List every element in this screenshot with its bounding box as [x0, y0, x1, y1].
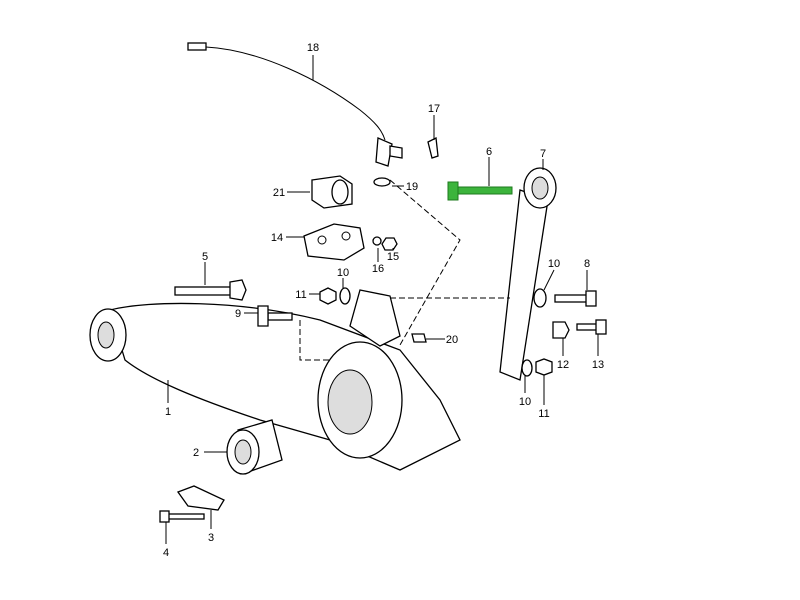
part-13-bolt[interactable]: [576, 319, 607, 335]
callout-18[interactable]: 18: [307, 42, 319, 54]
callout-1[interactable]: 1: [165, 406, 171, 418]
callout-10-lower[interactable]: 10: [519, 396, 531, 408]
part-4-bolt[interactable]: [159, 510, 205, 523]
part-10-washer-link[interactable]: [533, 288, 547, 308]
callout-7[interactable]: 7: [540, 148, 546, 160]
part-3-retainer[interactable]: [176, 485, 225, 511]
leader-lines: [165, 55, 599, 544]
part-6-bolt-highlighted[interactable]: [447, 181, 513, 201]
callout-19[interactable]: 19: [406, 181, 418, 193]
callout-11-lower[interactable]: 11: [538, 408, 549, 420]
callout-5[interactable]: 5: [202, 251, 208, 263]
callout-20[interactable]: 20: [446, 334, 458, 346]
callout-16[interactable]: 16: [372, 263, 384, 275]
callout-3[interactable]: 3: [208, 532, 214, 544]
part-12-bushing[interactable]: [552, 321, 570, 339]
part-10-washer[interactable]: [339, 287, 351, 305]
part-16-washer[interactable]: [372, 236, 382, 246]
part-11-nut[interactable]: [319, 287, 337, 305]
part-18-sensor-cable[interactable]: [187, 42, 403, 167]
callout-6[interactable]: 6: [486, 146, 492, 158]
part-10-washer-lower[interactable]: [521, 359, 533, 377]
callout-10-link[interactable]: 10: [548, 258, 560, 270]
part-21-bushing[interactable]: [311, 175, 353, 209]
part-19-o-ring[interactable]: [373, 177, 391, 187]
callout-21[interactable]: 21: [273, 187, 285, 199]
callout-9[interactable]: 9: [235, 308, 241, 320]
callout-17[interactable]: 17: [428, 103, 440, 115]
part-17-screw[interactable]: [427, 137, 439, 159]
part-9-bolt[interactable]: [257, 305, 293, 327]
callout-8[interactable]: 8: [584, 258, 590, 270]
part-11-nut-lower[interactable]: [535, 358, 553, 376]
callout-15[interactable]: 15: [387, 251, 399, 263]
part-8-bolt[interactable]: [554, 290, 597, 307]
part-15-nut[interactable]: [381, 237, 398, 251]
callout-13[interactable]: 13: [592, 359, 604, 371]
callout-4[interactable]: 4: [163, 547, 169, 559]
callout-14[interactable]: 14: [271, 232, 283, 244]
part-5-bolt[interactable]: [174, 279, 247, 301]
callout-2[interactable]: 2: [193, 447, 199, 459]
part-1-trailing-arm[interactable]: [89, 302, 461, 471]
callout-10[interactable]: 10: [337, 267, 349, 279]
part-14-bracket[interactable]: [303, 223, 365, 261]
callout-12[interactable]: 12: [557, 359, 569, 371]
part-20-screw[interactable]: [411, 333, 427, 343]
callout-11[interactable]: 11: [295, 289, 306, 301]
part-2-wheel-bearing[interactable]: [226, 419, 283, 475]
mounting-bracket: [349, 289, 401, 347]
part-7-link[interactable]: [499, 167, 557, 381]
